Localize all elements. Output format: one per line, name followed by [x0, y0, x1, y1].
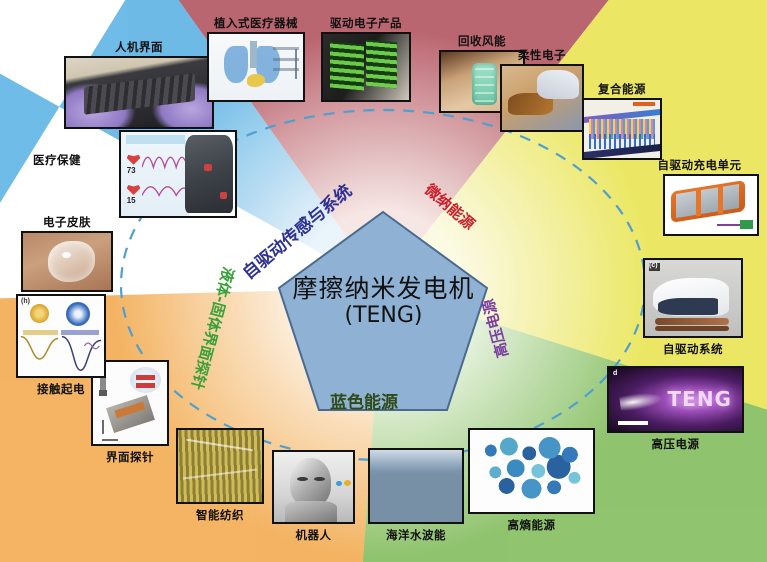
app-image-robot: [272, 450, 355, 524]
pentagon-title-en: (TENG): [344, 303, 423, 328]
app-label-flexible: 柔性电子: [518, 48, 566, 62]
app-image-health: 73 15: [119, 130, 237, 218]
photo-white-sports-shoe: [645, 260, 741, 336]
center-pentagon: [277, 210, 489, 411]
app-image-high-voltage: TENG d: [607, 366, 744, 433]
schematic-hybrid-solar-nanowire-cell: [584, 100, 660, 158]
app-label-wind: 回收风能: [458, 34, 506, 48]
app-label-health: 医疗保健: [33, 153, 81, 167]
app-label-drive-electronics: 驱动电子产品: [330, 16, 402, 30]
app-image-hmi: [64, 56, 214, 129]
app-card-contact-electrification[interactable]: (h) 接触起电: [16, 294, 106, 396]
photo-green-led-array: [323, 34, 409, 100]
app-label-charge-unit: 自驱动充电单元: [657, 158, 742, 172]
app-card-charge-unit[interactable]: 自驱动充电单元: [657, 158, 759, 236]
app-card-textile[interactable]: 智能纺织: [176, 428, 264, 522]
app-card-hmi[interactable]: 人机界面: [64, 40, 214, 129]
app-label-hybrid: 复合能源: [598, 82, 646, 96]
app-card-ocean[interactable]: 海洋水波能: [368, 448, 464, 542]
app-image-self-powered-system: (c): [643, 258, 743, 338]
app-image-charge-unit: [663, 174, 759, 236]
app-label-textile: 智能纺织: [196, 508, 244, 522]
app-label-high-entropy: 高熵能源: [507, 518, 556, 532]
app-image-textile: [176, 428, 264, 504]
app-image-hybrid: [582, 98, 662, 160]
app-label-ocean: 海洋水波能: [386, 528, 446, 542]
schematic-interface-probe-setup: [93, 362, 167, 444]
app-image-drive-electronics: [321, 32, 411, 102]
app-label-hmi: 人机界面: [115, 40, 163, 54]
photo-silver-humanoid-robot-head: [274, 452, 353, 522]
photo-plasma-teng-lettering: TENG d: [609, 368, 742, 431]
app-card-self-powered-system[interactable]: (c) 自驱动系统: [643, 258, 743, 356]
schematic-orange-charging-pad: [665, 176, 757, 234]
sector-label-blue-energy: 蓝色能源: [330, 393, 398, 413]
app-card-interface-probe[interactable]: 界面探针: [91, 360, 169, 464]
app-label-contact-electrification: 接触起电: [37, 382, 85, 396]
app-label-robot: 机器人: [295, 528, 332, 542]
app-card-hybrid[interactable]: 复合能源: [582, 82, 662, 160]
photo-flexible-brown-film-tweezers: [502, 66, 582, 130]
subpanel-letter-c: (c): [649, 262, 658, 269]
illustration-blue-iot-icon-cloud: [470, 430, 593, 512]
pentagon-title-cn: 摩擦纳米发电机: [292, 274, 475, 303]
app-label-high-voltage: 高压电源: [651, 437, 700, 451]
photo-transparent-gel-on-skin: [23, 233, 111, 290]
app-image-flexible: [500, 64, 584, 132]
photo-keyboard-gloved-hands: [66, 58, 212, 127]
app-card-drive-electronics[interactable]: 驱动电子产品: [321, 16, 411, 102]
app-card-health[interactable]: 医疗保健 73 15: [33, 130, 237, 218]
photo-woven-golden-textile: [178, 430, 262, 502]
app-card-eskin[interactable]: 电子皮肤: [21, 215, 113, 292]
app-card-robot[interactable]: 机器人: [272, 450, 355, 542]
plot-contact-electrification-potential-well: (h): [18, 296, 104, 376]
app-label-interface-probe: 界面探针: [106, 450, 154, 464]
photo-ocean-wave-energy-array: [370, 450, 462, 522]
app-label-eskin: 电子皮肤: [43, 215, 91, 229]
photo-smart-shirt-vital-signs: 73 15: [121, 132, 235, 216]
app-image-high-entropy: [468, 428, 595, 514]
app-image-implant: [207, 32, 305, 102]
app-card-flexible[interactable]: 柔性电子: [500, 48, 584, 132]
app-label-implant: 植入式医疗器械: [214, 16, 298, 30]
app-card-high-entropy[interactable]: 高熵能源: [468, 428, 595, 532]
app-card-high-voltage[interactable]: TENG d 高压电源: [607, 366, 744, 451]
app-label-self-powered-system: 自驱动系统: [663, 342, 723, 356]
diagram-lungs-heart-implant: [209, 34, 303, 100]
app-image-interface-probe: [91, 360, 169, 446]
app-card-implant[interactable]: 植入式医疗器械: [207, 16, 305, 102]
app-image-contact-electrification: (h): [16, 294, 106, 378]
app-image-eskin: [21, 231, 113, 292]
app-image-ocean: [368, 448, 464, 524]
